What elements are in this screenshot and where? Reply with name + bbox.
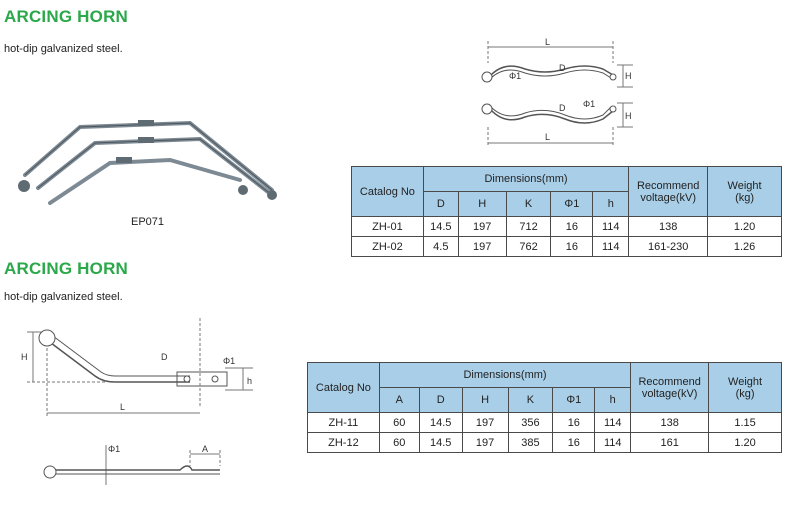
rod-front (48, 157, 242, 205)
header-col-K: K (505, 191, 552, 217)
dim-label-H-top: H (625, 71, 632, 81)
cell-value: 16 (550, 216, 594, 237)
header-col-A: A (378, 387, 420, 413)
dim-label-phi: Φ1 (223, 356, 235, 366)
cell-catalog: ZH-12 (307, 432, 380, 453)
cell-value: 4.5 (422, 236, 459, 257)
dim-label-D-bottom: D (559, 103, 566, 113)
header-recommend-voltage: Recommend voltage(kV) (630, 362, 710, 413)
cell-voltage: 138 (630, 412, 710, 433)
header-catalog-no: Catalog No (307, 362, 380, 413)
header-recommend-voltage: Recommend voltage(kV) (628, 166, 709, 217)
cell-value: 197 (457, 236, 507, 257)
rod-clamp-2 (138, 137, 154, 143)
cell-value: 712 (505, 216, 552, 237)
table-row: ZH-02 4.5 197 762 16 114 161-230 1.26 (351, 236, 782, 257)
cell-value: 14.5 (422, 216, 459, 237)
header-col-H: H (457, 191, 507, 217)
dim-label-H: H (21, 352, 28, 362)
section2-title: ARCING HORN (4, 259, 129, 278)
dim-label-A: A (202, 444, 208, 454)
cell-value: 197 (461, 412, 509, 433)
cell-voltage: 138 (628, 216, 709, 237)
section1-caption: EP071 (131, 216, 165, 228)
section2-top-drawing: Φ1 A (43, 444, 221, 485)
header-catalog-no: Catalog No (351, 166, 424, 217)
arcing-horn-photo (18, 120, 277, 205)
section2-side-drawing: H D Φ1 h L (21, 318, 253, 418)
section1-title: ARCING HORN (4, 7, 129, 26)
header-col-h: h (594, 387, 632, 413)
header-col-K: K (507, 387, 554, 413)
dim-label-D: D (161, 352, 168, 362)
cell-weight: 1.20 (707, 216, 782, 237)
cell-value: 197 (461, 432, 509, 453)
dim-label-phi-top: Φ1 (509, 71, 521, 81)
rod-ball-front (238, 185, 248, 195)
rod-clamp-1 (138, 120, 154, 126)
cell-value: 114 (592, 236, 630, 257)
cell-value: 114 (594, 432, 632, 453)
dim-label-L-bottom: L (545, 132, 550, 142)
cell-value: 14.5 (418, 432, 463, 453)
recommend-label-line2: voltage(kV) (640, 191, 696, 204)
section1-spec-table: Catalog No Dimensions(mm) Recommend volt… (351, 166, 782, 257)
header-weight: Weight (kg) (707, 166, 782, 217)
table-row: ZH-12 60 14.5 197 385 16 114 161 1.20 (307, 432, 782, 453)
weight-label-line1: Weight (727, 179, 762, 192)
cell-catalog: ZH-01 (351, 216, 424, 237)
cell-value: 114 (592, 216, 630, 237)
cell-weight: 1.26 (707, 236, 782, 257)
recommend-label-line1: Recommend (636, 179, 700, 192)
header-col-h: h (592, 191, 630, 217)
cell-voltage: 161 (630, 432, 710, 453)
header-col-phi: Φ1 (550, 191, 594, 217)
weight-label-line1: Weight (728, 375, 763, 388)
cell-value: 356 (507, 412, 554, 433)
dim-label-L: L (120, 402, 125, 412)
rod-ball-left (18, 180, 30, 192)
cell-value: 762 (505, 236, 552, 257)
dim-label-L-top: L (545, 37, 550, 47)
section1-drawing: L Φ1 D H D Φ1 H L (481, 37, 633, 147)
section2-subtitle: hot-dip galvanized steel. (4, 291, 123, 303)
cell-value: 14.5 (418, 412, 463, 433)
recommend-label-line1: Recommend (638, 375, 701, 388)
cell-voltage: 161-230 (628, 236, 709, 257)
cell-weight: 1.15 (708, 412, 782, 433)
cell-catalog: ZH-11 (307, 412, 380, 433)
cell-value: 385 (507, 432, 554, 453)
header-col-D: D (422, 191, 459, 217)
table-row: ZH-11 60 14.5 197 356 16 114 138 1.15 (307, 412, 782, 433)
dim-label-H-bottom: H (625, 111, 632, 121)
cell-value: 16 (552, 432, 596, 453)
dim-label-phi-bottom: Φ1 (583, 99, 595, 109)
dim-label-phi-top-view: Φ1 (108, 444, 120, 454)
header-weight: Weight (kg) (708, 362, 782, 413)
dim-label-h: h (247, 376, 252, 386)
recommend-label-line2: voltage(kV) (641, 387, 698, 400)
section2-spec-table: Catalog No Dimensions(mm) Recommend volt… (307, 362, 782, 453)
table-row: ZH-01 14.5 197 712 16 114 138 1.20 (351, 216, 782, 237)
header-col-phi: Φ1 (552, 387, 596, 413)
header-dimensions: Dimensions(mm) (378, 362, 632, 388)
weight-label-line2: (kg) (735, 387, 755, 400)
header-col-D: D (418, 387, 463, 413)
dim-label-D-top: D (559, 63, 566, 73)
header-col-H: H (461, 387, 509, 413)
header-dimensions: Dimensions(mm) (422, 166, 630, 192)
cell-catalog: ZH-02 (351, 236, 424, 257)
cell-value: 60 (378, 432, 420, 453)
cell-value: 60 (378, 412, 420, 433)
rod-clamp-3 (116, 157, 132, 163)
cell-value: 16 (552, 412, 596, 433)
weight-label-line2: (kg) (735, 191, 755, 204)
cell-weight: 1.20 (708, 432, 782, 453)
cell-value: 197 (457, 216, 507, 237)
rod-ball-back (267, 190, 277, 200)
cell-value: 16 (550, 236, 594, 257)
section1-subtitle: hot-dip galvanized steel. (4, 43, 123, 55)
cell-value: 114 (594, 412, 632, 433)
